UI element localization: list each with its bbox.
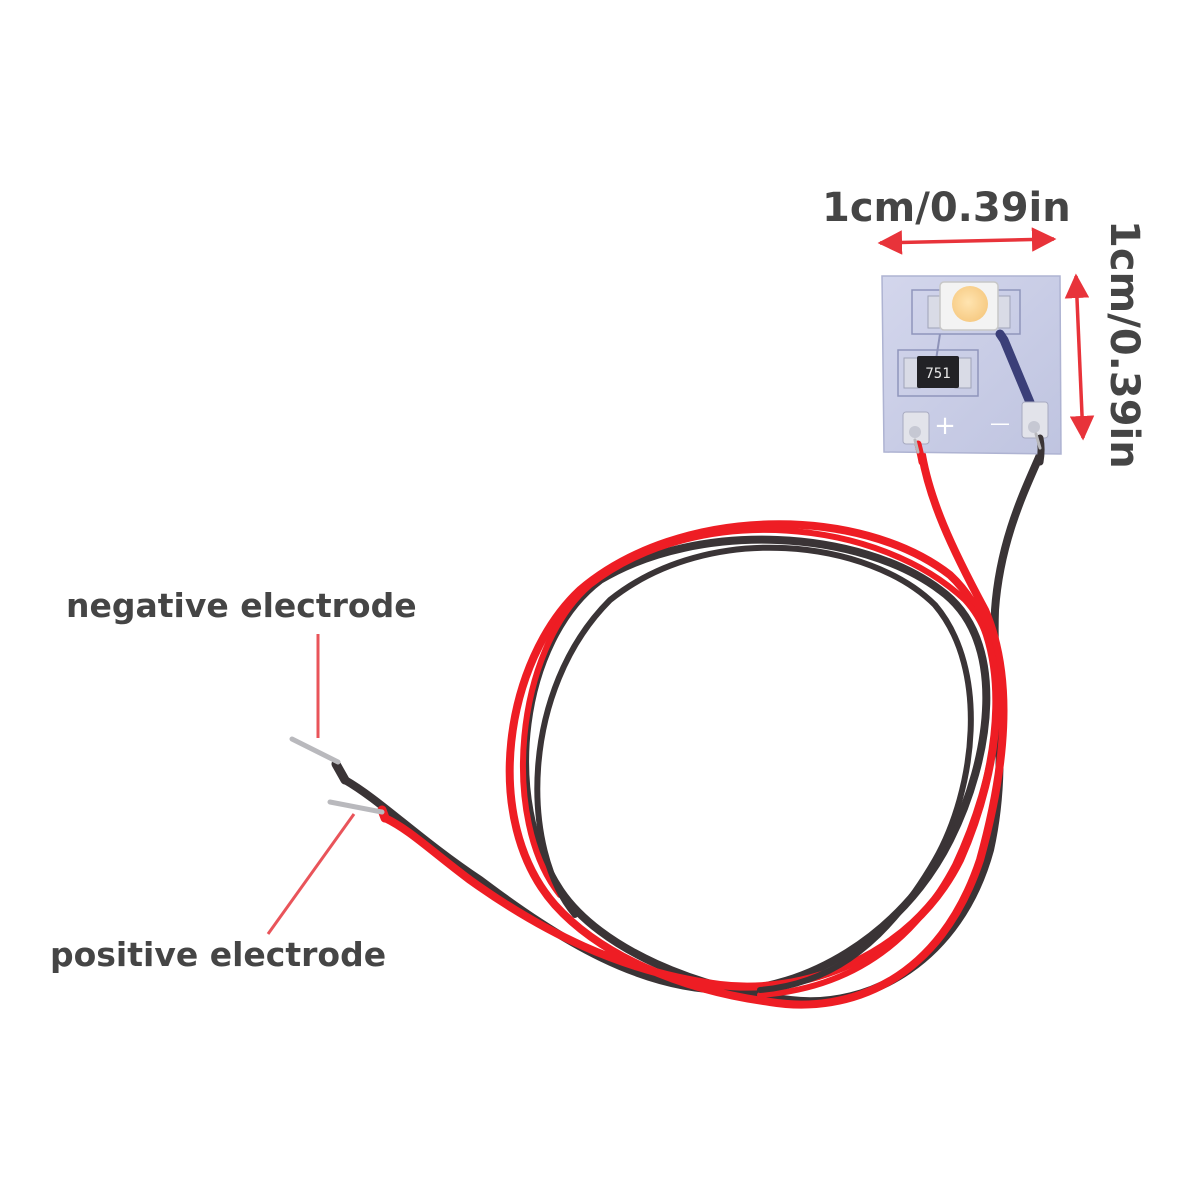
trace <box>995 329 1039 417</box>
positive-pointer-line <box>266 813 356 935</box>
black-wire-end <box>331 759 350 785</box>
bare-wire-tips <box>289 736 385 815</box>
positive-bare-tip <box>327 799 385 815</box>
wire-bundle <box>331 451 1044 1009</box>
black-wire-strand <box>534 544 974 993</box>
resistor-code: 751 <box>925 366 950 382</box>
plus-solder <box>909 426 921 438</box>
height-arrow-icon <box>1064 273 1095 441</box>
resistor-body <box>917 356 959 388</box>
minus-sign: — <box>990 411 1010 435</box>
width-arrow-icon <box>877 227 1057 255</box>
black-lead <box>1036 434 1045 466</box>
red-wire-strand <box>520 527 1000 998</box>
width-dimension-label: 1cm/0.39in <box>822 185 1071 231</box>
red-lead <box>914 440 926 466</box>
negative-bare-tip <box>289 736 341 765</box>
plus-sign: + <box>934 411 956 441</box>
led-icon <box>952 286 988 322</box>
height-dimension-label: 1cm/0.39in <box>1101 220 1147 469</box>
red-wire <box>381 451 1008 1009</box>
positive-electrode-label: positive electrode <box>50 935 387 974</box>
minus-solder <box>1028 421 1040 433</box>
resistor-silkscreen <box>897 349 979 397</box>
trace-small <box>935 333 941 361</box>
red-lead-bare <box>913 438 920 454</box>
negative-electrode-label: negative electrode <box>66 586 417 625</box>
black-lead-bare <box>1034 432 1042 450</box>
led-pcb-module: 751 + — <box>881 275 1062 455</box>
wire-leads <box>913 432 1045 466</box>
